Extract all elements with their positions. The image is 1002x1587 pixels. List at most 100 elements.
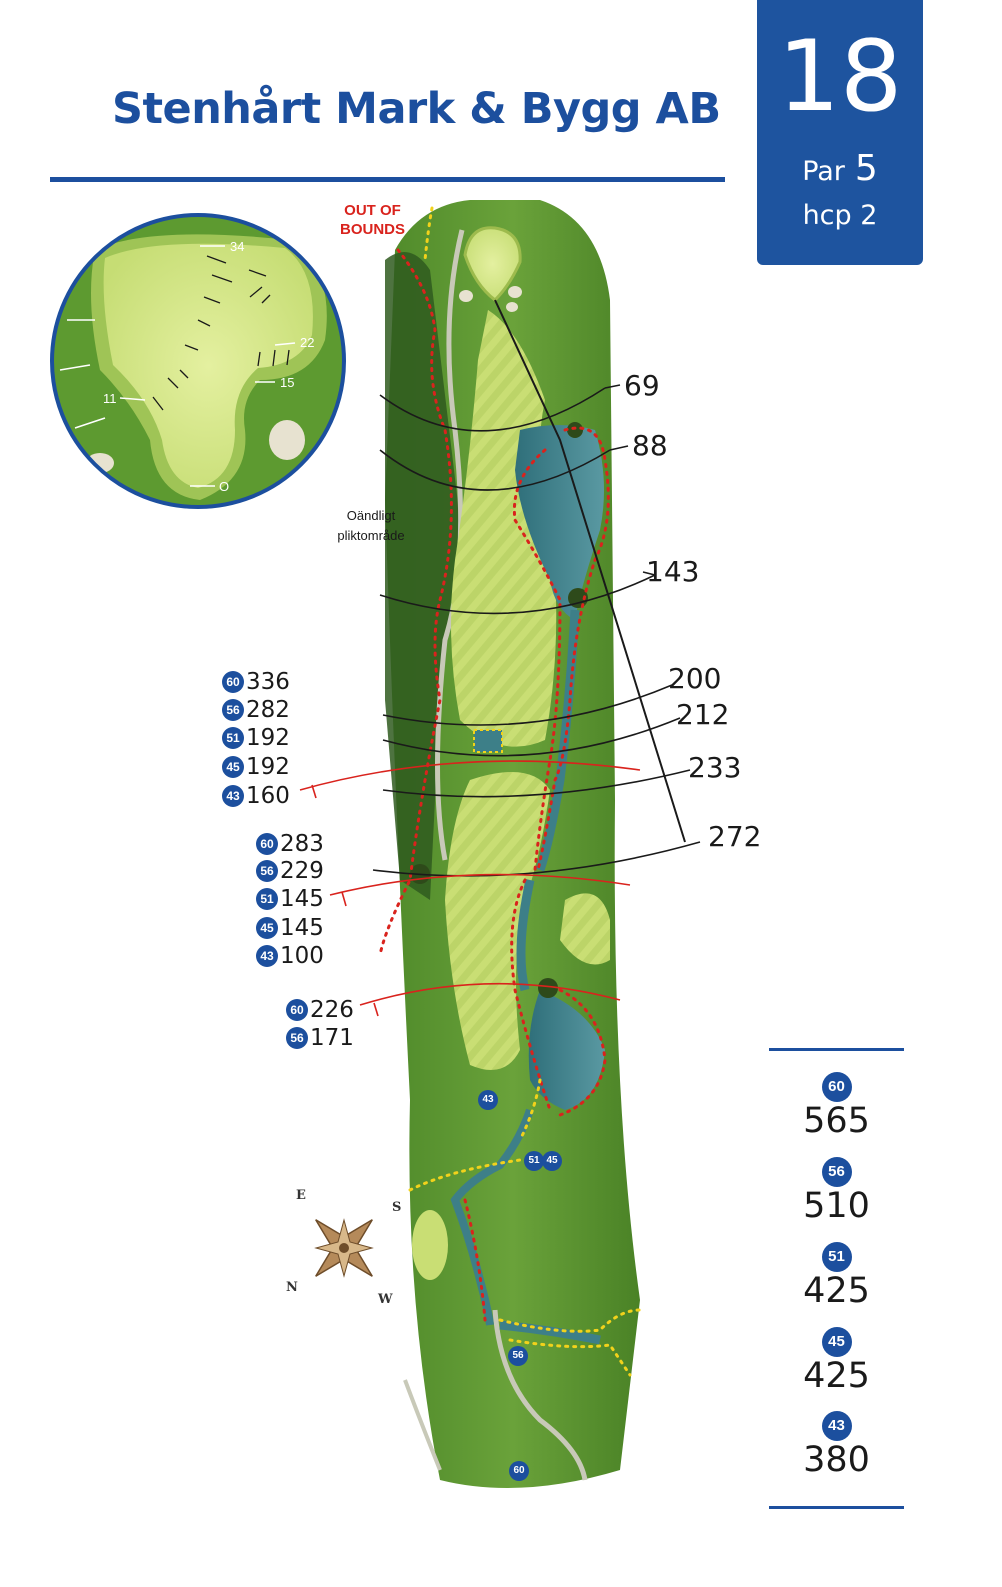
arc-label-69: 69 [624, 369, 660, 402]
arc-label-233: 233 [688, 751, 742, 784]
tee-badge: 60 [821, 1072, 852, 1102]
totals-bottom-rule [769, 1506, 904, 1509]
penalty-line-pond [558, 988, 607, 1117]
green-depth-label: 34 [230, 239, 245, 254]
par-label: Par [802, 156, 845, 187]
tee-marker: 56 [508, 1346, 528, 1366]
tree-line [385, 252, 460, 900]
arc-label-212: 212 [676, 698, 730, 731]
tee-badge: 56 [821, 1157, 852, 1187]
green-depth-label: 11 [103, 391, 117, 406]
total-length: 510 [803, 1186, 870, 1226]
carry-distance: 226 [310, 997, 354, 1023]
carry-distance: 283 [280, 831, 324, 857]
yellow-penalty-3 [508, 1338, 632, 1377]
yellow-penalty-4 [518, 1078, 542, 1142]
bunker-right [508, 286, 522, 298]
arc-label-272: 272 [708, 820, 762, 853]
tee-badge: 60 [256, 833, 278, 855]
inset-green [103, 243, 313, 488]
hole-centre-line [494, 299, 686, 843]
total-length: 565 [803, 1101, 870, 1141]
carry-distance: 171 [310, 1025, 354, 1051]
pond-lower [528, 990, 605, 1110]
yellow-penalty-1 [408, 1158, 522, 1192]
tee-marker: 60 [509, 1461, 529, 1481]
arc-233 [382, 769, 691, 798]
yellow-oob-top [423, 206, 434, 262]
tee-badge: 56 [222, 699, 244, 721]
tee-badge: 43 [256, 945, 278, 967]
compass-rose [314, 1218, 374, 1278]
fairway-upper [451, 310, 557, 747]
tee-badge: 51 [821, 1242, 852, 1272]
creek-tee [499, 1320, 601, 1345]
arc-212 [382, 717, 681, 757]
carry-distance: 229 [280, 858, 324, 884]
arc-69 [379, 387, 606, 432]
penalty-line-upper-left [512, 448, 562, 872]
fairway-right [560, 893, 610, 965]
carry-distance: 192 [246, 725, 290, 751]
slope-arrows [152, 255, 290, 411]
tree [567, 422, 583, 438]
total-length: 425 [803, 1356, 870, 1396]
tree [538, 978, 558, 998]
arc-143 [379, 574, 656, 615]
hole-number: 18 [777, 20, 903, 134]
compass-south-label: S [392, 1200, 402, 1215]
carry-arc-2 [329, 873, 631, 896]
tee-badge: 45 [821, 1327, 852, 1357]
arc-label-200: 200 [668, 662, 722, 695]
carry-distance: 160 [246, 783, 290, 809]
inset-bunker [269, 420, 305, 460]
total-length: 425 [803, 1271, 870, 1311]
out-of-bounds-line [378, 248, 453, 957]
arc-200 [382, 684, 673, 726]
tee-marker: 43 [478, 1090, 498, 1110]
title-divider [50, 177, 725, 182]
tee-badge: 51 [222, 727, 244, 749]
green-depth-label: 22 [300, 335, 315, 350]
carry-distance: 145 [280, 886, 324, 912]
fairway-tee-area [412, 1210, 448, 1280]
tee-badge: 51 [256, 888, 278, 910]
hole-green [463, 226, 522, 302]
creek-upper [535, 609, 580, 872]
compass-east-label: E [296, 1188, 306, 1203]
carry-distance: 336 [246, 669, 290, 695]
tee-badge: 56 [286, 1027, 308, 1049]
penalty-line-upper [536, 426, 610, 872]
cart-path-left [403, 1379, 442, 1471]
tee-badge: 60 [222, 671, 244, 693]
total-length: 380 [803, 1440, 870, 1480]
drop-zone [473, 729, 503, 753]
sponsor-title: Stenhårt Mark & Bygg AB [112, 84, 721, 134]
tee-badge: 45 [256, 917, 278, 939]
carry-distance: 282 [246, 697, 290, 723]
par-value: 5 [854, 148, 878, 189]
tee-badge: 43 [821, 1411, 852, 1441]
carry-arc-3 [359, 982, 621, 1006]
creek-lower [516, 879, 535, 992]
arc-label-88: 88 [632, 429, 668, 462]
arc-88 [379, 449, 611, 491]
penalty-line-lower [510, 878, 552, 1112]
